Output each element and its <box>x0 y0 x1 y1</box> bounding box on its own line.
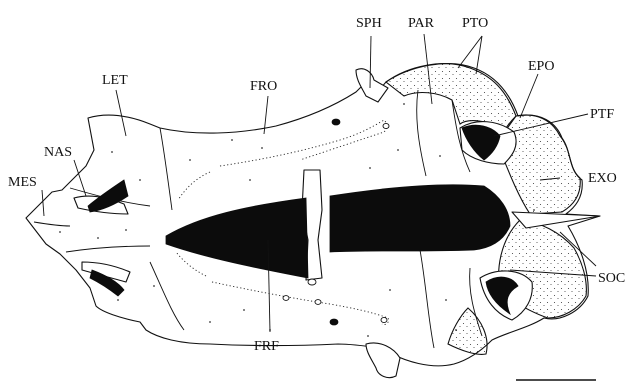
label-nas: NAS <box>44 145 72 160</box>
label-pto: PTO <box>462 16 488 31</box>
label-sph: SPH <box>356 16 382 31</box>
label-ptf: PTF <box>590 107 614 122</box>
label-mes: MES <box>8 175 37 190</box>
label-soc: SOC <box>598 271 625 286</box>
sphenotic-process-lower <box>366 343 400 378</box>
label-fro: FRO <box>250 79 277 94</box>
sphenotic-process-upper <box>356 69 388 102</box>
label-epo: EPO <box>528 59 554 74</box>
pterotic-region <box>386 64 516 130</box>
nasal-opening-lower <box>82 262 130 296</box>
pterotic-region-lower <box>448 308 487 354</box>
label-let: LET <box>102 73 128 88</box>
posttemporal-fossa-lower <box>480 271 532 320</box>
frontal-fontanelle-anterior <box>166 198 308 278</box>
label-exo: EXO <box>588 171 617 186</box>
frontal-fontanelle-posterior <box>330 185 510 252</box>
posttemporal-fossa-upper <box>460 122 516 164</box>
label-frf: FRF <box>254 339 279 354</box>
label-par: PAR <box>408 16 435 31</box>
